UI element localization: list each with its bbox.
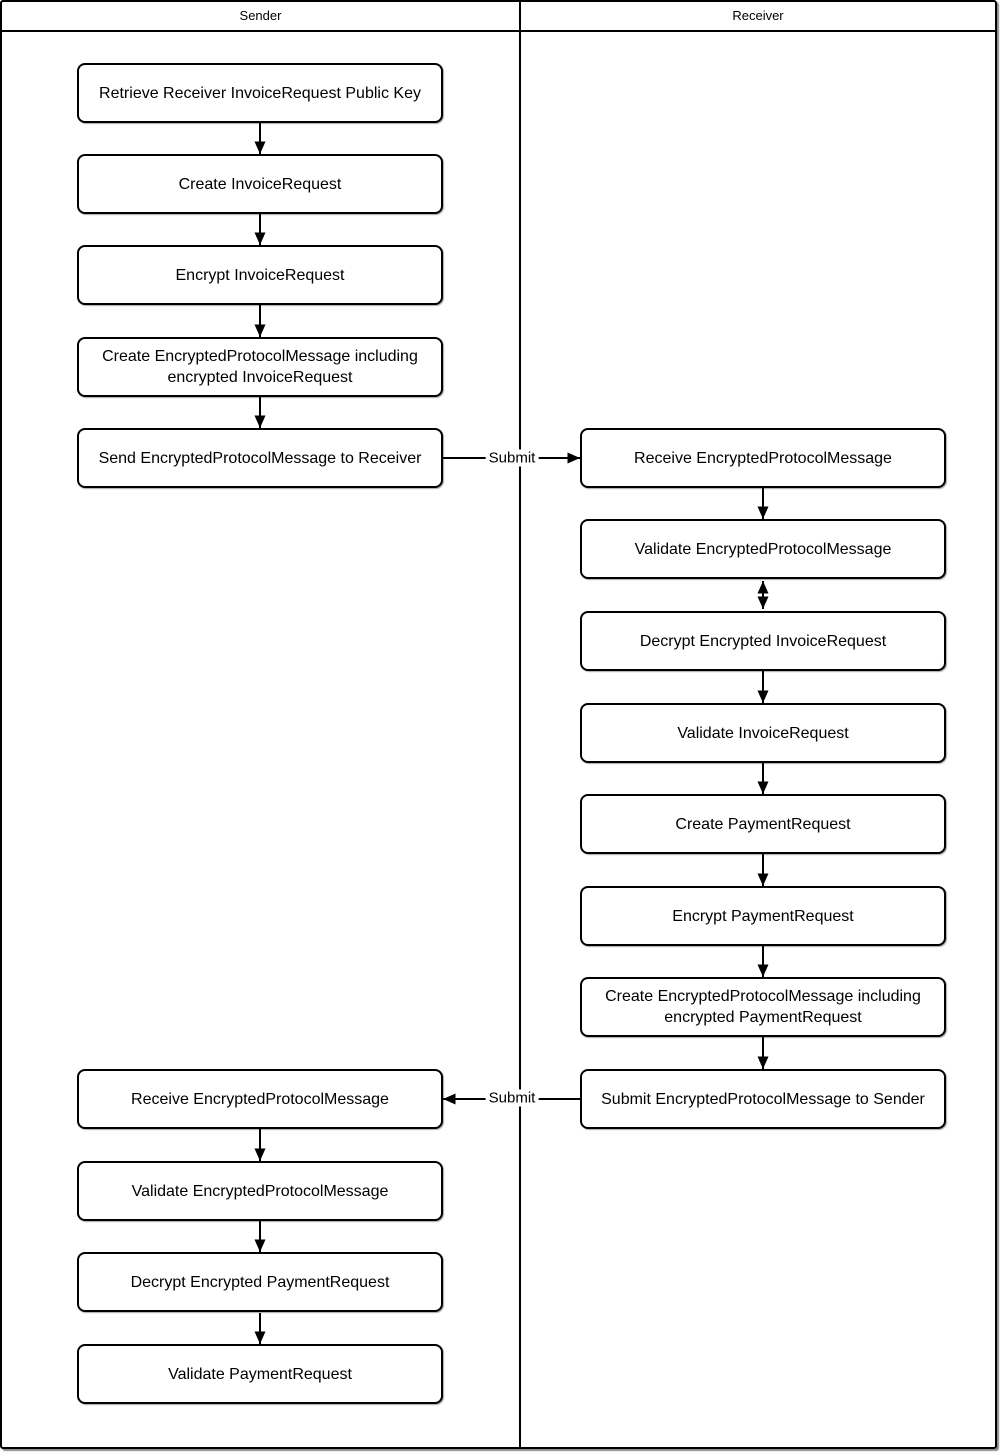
- node-create-encryptedprotocolmessage-payment: Create EncryptedProtocolMessage includin…: [580, 977, 946, 1037]
- node-validate-invoicerequest: Validate InvoiceRequest: [580, 703, 946, 763]
- lane-divider: [519, 1, 521, 1448]
- node-receive-encryptedprotocolmessage-receiver: Receive EncryptedProtocolMessage: [580, 428, 946, 488]
- node-retrieve-public-key: Retrieve Receiver InvoiceRequest Public …: [77, 63, 443, 123]
- lane-header-row: Sender Receiver: [1, 1, 996, 32]
- node-decrypt-encrypted-invoicerequest: Decrypt Encrypted InvoiceRequest: [580, 611, 946, 671]
- edge-label-submit-bottom: Submit: [485, 1089, 539, 1107]
- node-create-encryptedprotocolmessage-invoice: Create EncryptedProtocolMessage includin…: [77, 337, 443, 397]
- edge-label-submit-top: Submit: [485, 449, 539, 467]
- node-encrypt-invoicerequest: Encrypt InvoiceRequest: [77, 245, 443, 305]
- node-validate-encryptedprotocolmessage-sender: Validate EncryptedProtocolMessage: [77, 1161, 443, 1221]
- node-validate-encryptedprotocolmessage-receiver: Validate EncryptedProtocolMessage: [580, 519, 946, 579]
- node-decrypt-encrypted-paymentrequest: Decrypt Encrypted PaymentRequest: [77, 1252, 443, 1312]
- node-encrypt-paymentrequest: Encrypt PaymentRequest: [580, 886, 946, 946]
- node-create-paymentrequest: Create PaymentRequest: [580, 794, 946, 854]
- node-create-invoicerequest: Create InvoiceRequest: [77, 154, 443, 214]
- node-submit-encryptedprotocolmessage: Submit EncryptedProtocolMessage to Sende…: [580, 1069, 946, 1129]
- node-send-encryptedprotocolmessage: Send EncryptedProtocolMessage to Receive…: [77, 428, 443, 488]
- lane-title-sender: Sender: [239, 8, 282, 23]
- node-receive-encryptedprotocolmessage-sender: Receive EncryptedProtocolMessage: [77, 1069, 443, 1129]
- node-validate-paymentrequest: Validate PaymentRequest: [77, 1344, 443, 1404]
- lane-title-receiver: Receiver: [732, 8, 784, 23]
